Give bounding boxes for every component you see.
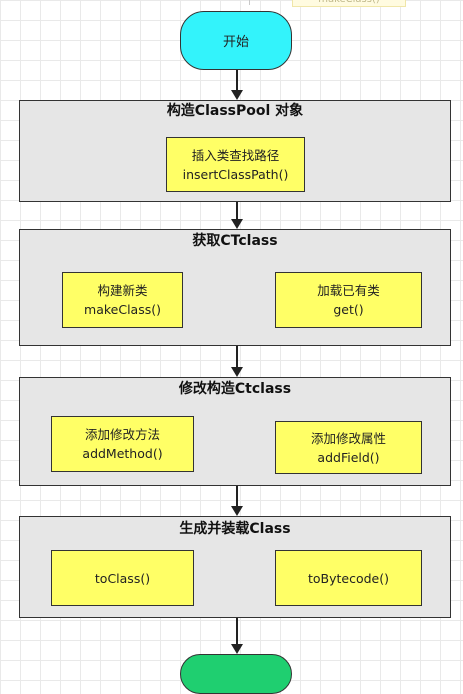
flow-arrow-start-to-section1	[231, 70, 243, 100]
box-label: 添加修改属性	[310, 430, 386, 446]
flow-arrow-section2-to-section3	[231, 346, 243, 377]
top-edge-connector	[249, 0, 250, 5]
box-method: toBytecode()	[307, 570, 389, 586]
box-insert-classpath[interactable]: 插入类查找路径 insertClassPath()	[166, 137, 305, 192]
box-method: insertClassPath()	[182, 166, 289, 182]
section-title: 构造ClassPool 对象	[166, 103, 304, 119]
section-get-ctclass: 获取CTclass 构建新类 makeClass() 加载已有类 get()	[19, 229, 451, 346]
start-label: 开始	[222, 35, 249, 50]
box-method: addField()	[317, 449, 380, 465]
box-method: get()	[333, 302, 364, 317]
start-node[interactable]: 开始	[180, 11, 292, 70]
section-generate-load-class: 生成并装载Class toClass() toBytecode()	[19, 516, 451, 618]
box-label: 构建新类	[97, 283, 148, 298]
box-to-bytecode[interactable]: toBytecode()	[275, 550, 422, 606]
section-title: 获取CTclass	[192, 233, 278, 249]
box-method: makeClass()	[84, 302, 161, 317]
flow-arrow-section3-to-section4	[231, 486, 243, 516]
box-to-class[interactable]: toClass()	[51, 550, 194, 606]
box-get-class[interactable]: 加载已有类 get()	[275, 272, 422, 328]
box-add-method[interactable]: 添加修改方法 addMethod()	[51, 416, 194, 472]
top-cropped-label: makeClass()	[292, 0, 406, 7]
box-method: addMethod()	[82, 446, 163, 461]
box-add-field[interactable]: 添加修改属性 addField()	[275, 421, 422, 474]
section-modify-ctclass: 修改构造Ctclass 添加修改方法 addMethod() 添加修改属性 ad…	[19, 377, 451, 486]
box-label: 加载已有类	[317, 283, 380, 298]
box-method: toClass()	[94, 570, 151, 586]
section-construct-classpool: 构造ClassPool 对象 插入类查找路径 insertClassPath()	[19, 100, 451, 202]
flow-arrow-section4-to-end	[231, 618, 243, 654]
box-label: 插入类查找路径	[191, 147, 280, 163]
section-title: 生成并装载Class	[179, 521, 291, 537]
flow-arrow-section1-to-section2	[231, 202, 243, 229]
end-node[interactable]	[180, 654, 292, 694]
box-label: 添加修改方法	[84, 427, 160, 442]
section-title: 修改构造Ctclass	[178, 381, 292, 397]
box-make-class[interactable]: 构建新类 makeClass()	[62, 272, 183, 328]
